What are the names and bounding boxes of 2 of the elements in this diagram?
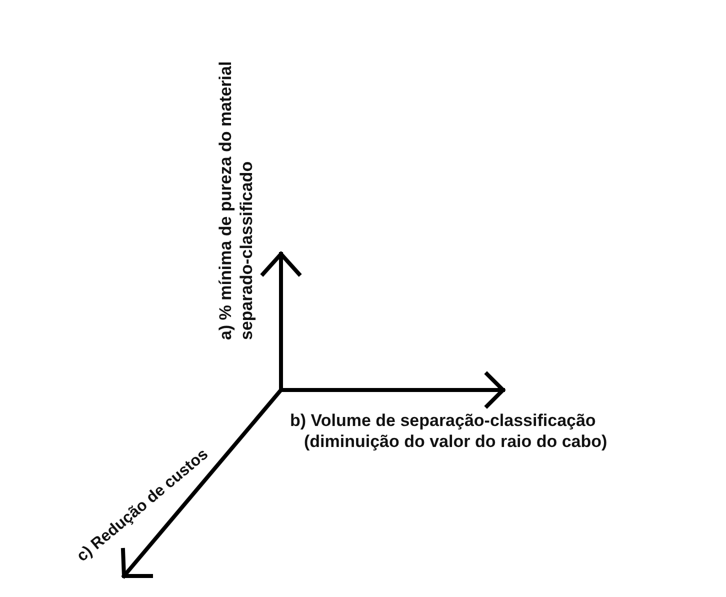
axis-label: a) % mínima de pureza do material separado-classificado	[215, 60, 257, 340]
axis-label: b) Volume de separação-classificação (diminuição do valor do raio do cabo)	[290, 410, 608, 452]
